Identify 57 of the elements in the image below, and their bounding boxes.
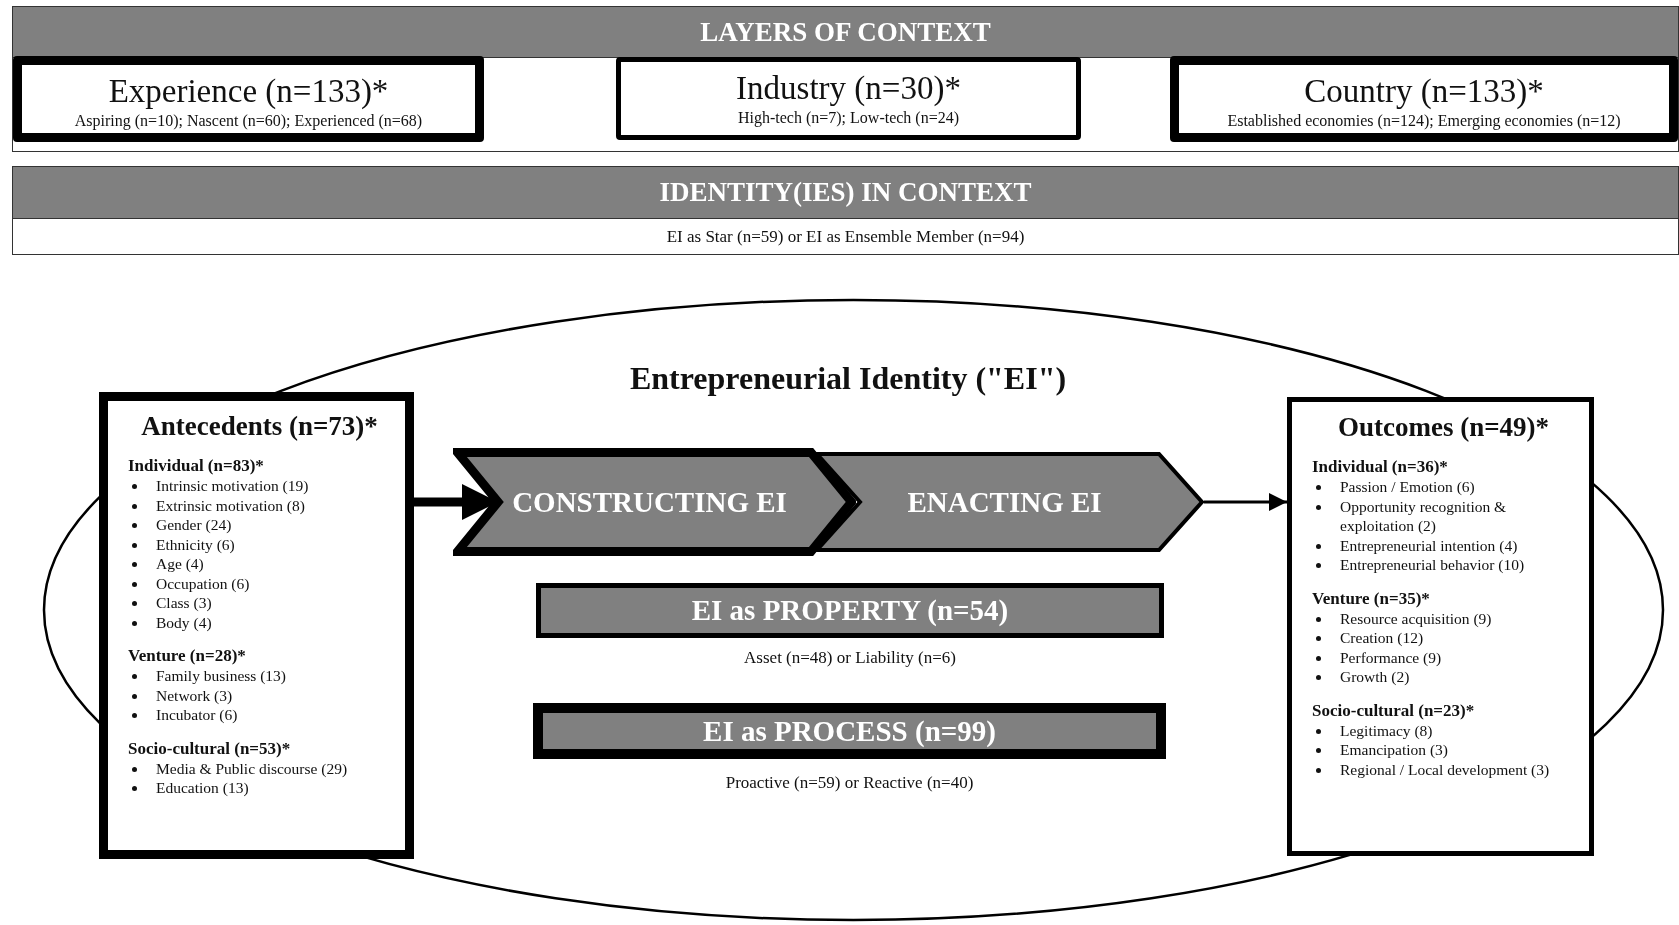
box-heading: Country (n=133)*: [1303, 72, 1545, 111]
label-bar: EI as PROCESS (n=99): [533, 703, 1166, 759]
category-box: [1170, 56, 1678, 142]
context-panel: [12, 6, 1679, 152]
arrow: [1204, 493, 1287, 511]
stage-block: [453, 448, 856, 556]
context-band: [12, 166, 1679, 255]
bullet-item: Age (4): [156, 555, 204, 572]
bullet-item: Entrepreneurial behavior (10): [1340, 556, 1525, 573]
section-heading: Venture (n=28)*: [128, 646, 247, 666]
band-heading: IDENTITY(IES) IN CONTEXT: [13, 167, 1678, 219]
bullet-item: Regional / Local development (3): [1340, 760, 1550, 778]
bar-caption: Proactive (n=59) or Reactive (n=40): [724, 773, 975, 793]
bullet-item: Legitimacy (8): [1340, 721, 1433, 739]
bullet-item: Ethnicity (6): [156, 535, 235, 553]
box-heading: Experience (n=133)*: [107, 72, 390, 111]
box-subtext: Established economies (n=124); Emerging economies (n=12): [1226, 111, 1622, 131]
category-box: [13, 56, 484, 142]
bullet-item: Creation (12): [1340, 629, 1424, 646]
category-box: [616, 57, 1081, 140]
box-heading: Industry (n=30)*: [735, 69, 962, 108]
label-bar: EI as PROPERTY (n=54): [536, 583, 1164, 638]
bullet-item: Network (3): [156, 686, 233, 704]
section-heading: Venture (n=35)*: [1312, 588, 1431, 609]
section-heading: Individual (n=36)*: [1312, 457, 1449, 477]
section-heading: Individual (n=83)*: [128, 456, 265, 476]
stage-block: [815, 452, 1204, 552]
bullet-item: Passion / Emotion (6): [1340, 478, 1475, 495]
group-heading: Entrepreneurial Identity ("EI"): [628, 359, 1068, 398]
bullet-item: Extrinsic motivation (8): [156, 496, 305, 514]
bullet-item: Family business (13): [156, 667, 287, 684]
bar-caption: Asset (n=48) or Liability (n=6): [743, 648, 957, 668]
bullet-item: Media & Public discourse (29): [156, 759, 348, 777]
bullet-item: Occupation (6): [156, 574, 250, 592]
bullet-item: Body (4): [156, 613, 212, 631]
bullet-item: Gender (24): [156, 516, 232, 533]
ellipse-outline: [42, 298, 1665, 922]
panel-heading: LAYERS OF CONTEXT: [13, 7, 1678, 58]
bullet-item: Intrinsic motivation (19): [156, 477, 309, 494]
bullet-item: Entrepreneurial intention (4): [1340, 536, 1518, 554]
box-subtext: Aspiring (n=10); Nascent (n=60); Experienced (n=68): [73, 111, 424, 131]
band-text: EI as Star (n=59) or EI as Ensemble Member (n=94): [665, 226, 1026, 248]
bullet-item: Incubator (6): [156, 706, 238, 723]
bullet-item: Emancipation (3): [1340, 741, 1449, 758]
stage-label: CONSTRUCTING EI: [511, 485, 788, 520]
section-heading: Socio-cultural (n=53)*: [128, 738, 292, 759]
bullet-item: Education (13): [156, 779, 249, 796]
bullet-item: Growth (2): [1340, 668, 1410, 685]
box-heading: Outcomes (n=49)*: [1336, 412, 1551, 443]
bullet-item: Performance (9): [1340, 648, 1442, 666]
stage-label: ENACTING EI: [906, 485, 1103, 520]
section-heading: Socio-cultural (n=23)*: [1312, 700, 1476, 721]
bullet-item: Resource acquisition (9): [1340, 609, 1492, 627]
box-subtext: High-tech (n=7); Low-tech (n=24): [736, 108, 961, 128]
box-heading: Antecedents (n=73)*: [140, 411, 379, 442]
bullet-item: Opportunity recognition & exploitation (2): [1340, 497, 1507, 534]
bullet-item: Class (3): [156, 594, 212, 611]
